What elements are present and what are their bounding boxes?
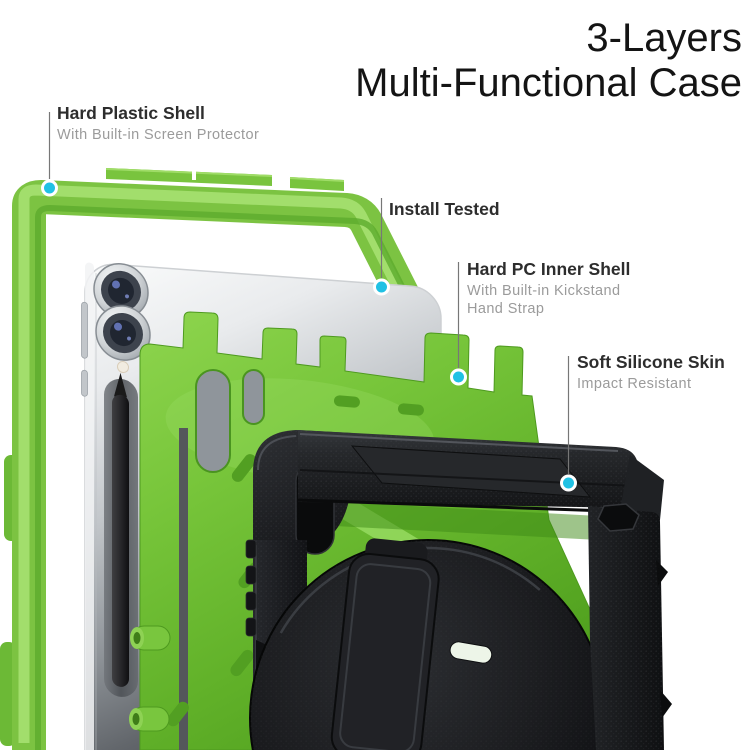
hard-pc-inner-shell-graphic [245,430,672,750]
title-line-1: 3-Layers [586,16,742,60]
shell-button [245,617,257,637]
skin-cutout [242,369,265,425]
strap-post [130,625,171,651]
callout-dot-install-tested [373,278,390,296]
callout-sublabel: Hand Strap [467,301,545,318]
disc-slot-hole [449,641,493,664]
callout-annotations [41,112,577,492]
shell-button [245,591,257,611]
strap-post [129,706,170,732]
camera-lens-icon [93,263,149,319]
skin-camera-cutout [195,369,231,473]
kickstand-graphic [330,538,440,750]
title-line-2: Multi-Functional Case [355,60,742,105]
lanyard-hex-hole [597,503,640,532]
callout-dot-hard-plastic-shell [41,179,58,197]
shell-button [245,539,257,559]
callout-hard-plastic-shell: Hard Plastic Shell With Built-in Screen … [57,103,259,144]
power-button [81,369,88,397]
shell-button [245,565,257,585]
callout-label: Soft Silicone Skin [577,352,725,372]
camera-flash-icon [117,361,129,374]
skin-seam-gap [179,428,188,750]
page-title: 3-Layers Multi-Functional Case [355,16,742,106]
callout-sublabel: Impact Resistant [577,376,692,393]
callout-dot-soft-silicone-skin [560,474,577,492]
callout-label: Hard Plastic Shell [57,103,205,123]
volume-button [81,301,88,359]
callout-soft-silicone-skin: Soft Silicone Skin Impact Resistant [577,352,725,393]
callout-install-tested: Install Tested [389,199,500,219]
callout-sublabel: With Built-in Kickstand [467,283,621,300]
callout-dot-hard-pc-inner-shell [450,368,467,386]
s-pen-graphic [112,372,129,687]
callout-hard-pc-inner-shell: Hard PC Inner Shell With Built-in Kickst… [467,259,630,318]
callout-label: Hard PC Inner Shell [467,259,631,279]
callout-sublabel: With Built-in Screen Protector [57,127,260,144]
hard-plastic-front-shell-graphic [0,168,468,750]
callout-label: Install Tested [389,199,500,219]
frame-top-tab [106,168,272,186]
camera-lens-icon [95,305,151,361]
